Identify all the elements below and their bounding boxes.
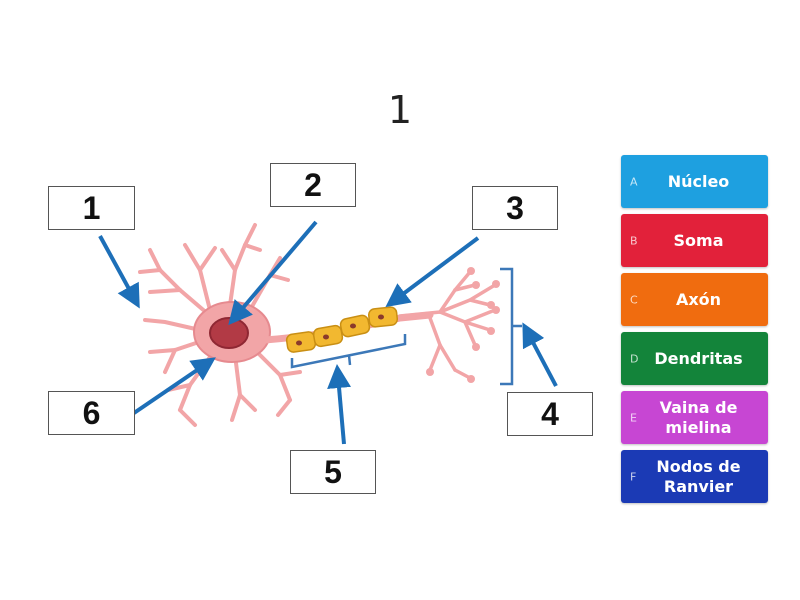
answer-option-b[interactable]: B Soma: [621, 214, 768, 267]
arrow-5: [327, 364, 352, 445]
answer-letter: B: [630, 234, 638, 247]
label-box-1[interactable]: 1: [48, 186, 135, 230]
answer-text: Vaina de mielina: [659, 397, 738, 437]
arrow-2: [228, 220, 318, 326]
bracket-axon: [290, 334, 407, 369]
answer-text: Núcleo: [667, 171, 730, 191]
answer-option-a[interactable]: A Núcleo: [621, 155, 768, 208]
arrow-1: [98, 235, 140, 309]
myelin-sheath: [285, 306, 399, 353]
answer-text: Nodos de Ranvier: [656, 456, 741, 496]
arrow-6: [132, 357, 216, 415]
arrows: [98, 220, 558, 445]
answer-option-e[interactable]: E Vaina de mielina: [621, 391, 768, 444]
answer-list: A Núcleo B Soma C Axón D Dendritas E Vai…: [621, 155, 768, 509]
axon-terminals: [398, 270, 497, 380]
bracket-terminals: [500, 267, 522, 386]
answer-letter: C: [630, 293, 638, 306]
label-box-6[interactable]: 6: [48, 391, 135, 435]
answer-letter: F: [630, 470, 637, 483]
terminal-buttons: [426, 267, 500, 383]
nucleus: [209, 317, 249, 349]
label-box-3[interactable]: 3: [472, 186, 558, 230]
answer-text: Soma: [673, 230, 724, 250]
answer-text: Axón: [675, 289, 722, 309]
answer-text: Dendritas: [654, 348, 743, 368]
question-number: 1: [387, 88, 413, 132]
answer-letter: A: [630, 175, 638, 188]
label-box-5[interactable]: 5: [290, 450, 376, 494]
label-box-4[interactable]: 4: [507, 392, 593, 436]
answer-option-c[interactable]: C Axón: [621, 273, 768, 326]
answer-option-f[interactable]: F Nodos de Ranvier: [621, 450, 768, 503]
answer-option-d[interactable]: D Dendritas: [621, 332, 768, 385]
arrow-3: [385, 236, 480, 308]
arrow-4: [522, 322, 558, 387]
answer-letter: E: [630, 411, 637, 424]
answer-letter: D: [630, 352, 639, 365]
label-box-2[interactable]: 2: [270, 163, 356, 207]
